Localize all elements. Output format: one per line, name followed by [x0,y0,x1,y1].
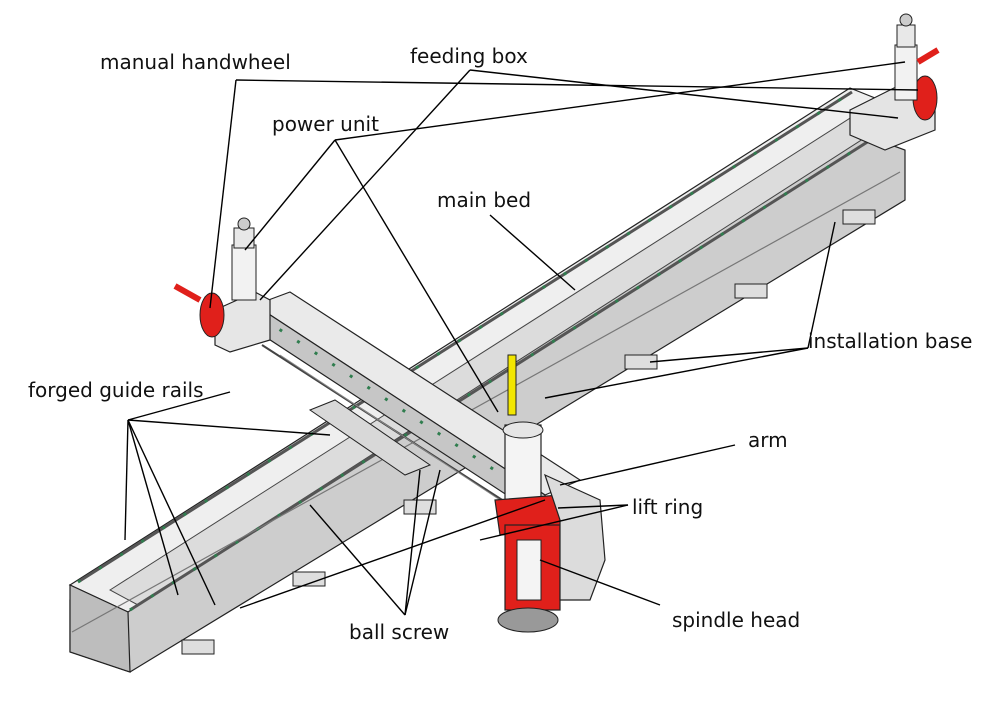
leader-lines [124,61,919,616]
label-main-bed: main bed [437,188,532,212]
cross-arm [253,291,582,522]
label-manual-handwheel: manual handwheel [100,50,291,74]
label-lift-ring: lift ring [632,495,704,519]
near-feeding-box [173,217,271,353]
label-arm: arm [748,428,788,452]
label-spindle-head: spindle head [672,608,801,632]
label-feeding-box: feeding box [410,44,528,68]
installation-feet [181,209,876,655]
label-ball-screw: ball screw [349,620,450,644]
far-feeding-box [849,13,940,151]
label-installation-base: installation base [808,329,973,353]
label-power-unit: power unit [272,112,379,136]
label-forged-guide-rails: forged guide rails [28,378,204,402]
